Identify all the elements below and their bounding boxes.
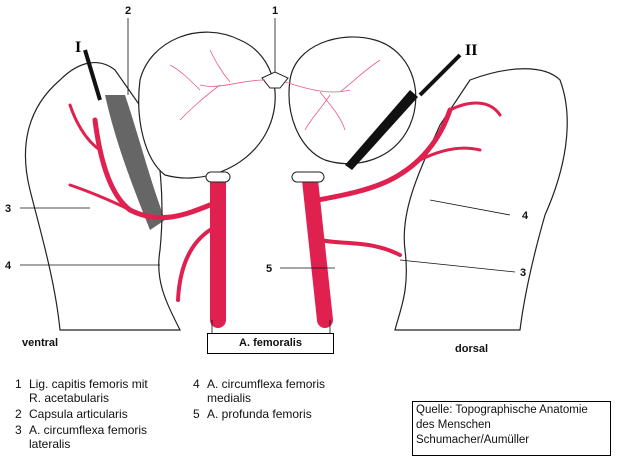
- ligamentum-capitis: [261, 71, 289, 89]
- legend-text: A. circumflexa femoris: [29, 423, 148, 437]
- left-profunda: [176, 228, 212, 302]
- legend-text: A. circumflexa femoris: [207, 377, 326, 391]
- right-femur-outline: [394, 68, 568, 331]
- legend-text: medialis: [207, 391, 252, 405]
- label-right-4: 4: [522, 210, 529, 222]
- right-circumflexa-medialis: [315, 107, 453, 203]
- label-right-3: 3: [520, 267, 526, 279]
- legend-num: 5: [193, 407, 200, 421]
- source-line: des Menschen: [416, 419, 491, 431]
- left-capsule: [105, 95, 165, 230]
- legend-text: A. profunda femoris: [207, 407, 312, 421]
- label-left-4: 4: [5, 260, 12, 272]
- right-femoral-head: [288, 36, 417, 165]
- arrow-I-icon: [83, 49, 102, 101]
- label-ventral: ventral: [22, 337, 58, 349]
- label-roman-II: II: [465, 42, 477, 59]
- legend-text: Capsula articularis: [29, 407, 128, 421]
- left-femoral-head: [138, 31, 276, 179]
- legend-item: 2 Capsula articularis: [15, 407, 148, 421]
- arteries: [68, 101, 502, 328]
- legend-num: 2: [15, 407, 22, 421]
- right-profunda: [318, 238, 402, 257]
- label-left-3: 3: [5, 203, 11, 215]
- legend-text: lateralis: [29, 437, 71, 451]
- label-femoralis: A. femoralis: [207, 333, 334, 354]
- legend-item: 5 A. profunda femoris: [193, 407, 325, 421]
- label-2: 2: [125, 5, 131, 17]
- legend-num: 3: [15, 423, 22, 437]
- right-capsule: [345, 90, 418, 170]
- leader-lines: [20, 18, 516, 333]
- label-1: 1: [272, 5, 278, 17]
- source-citation-box: Quelle: Topographische Anatomie des Mens…: [412, 401, 611, 456]
- label-dorsal: dorsal: [455, 343, 488, 355]
- label-5: 5: [266, 263, 272, 275]
- right-femoral-artery: [302, 172, 333, 328]
- legend-num: 1: [15, 377, 22, 391]
- legend-num: 4: [193, 377, 200, 391]
- legend-text: Lig. capitis femoris mit: [29, 377, 148, 391]
- capillary-network: [169, 49, 381, 131]
- source-line: Quelle: Topographische Anatomie: [416, 404, 588, 416]
- arrow-II-icon: [418, 53, 462, 97]
- label-roman-I: I: [75, 39, 81, 56]
- legend-text: R. acetabularis: [29, 391, 110, 405]
- source-line: Schumacher/Aumüller: [416, 434, 530, 446]
